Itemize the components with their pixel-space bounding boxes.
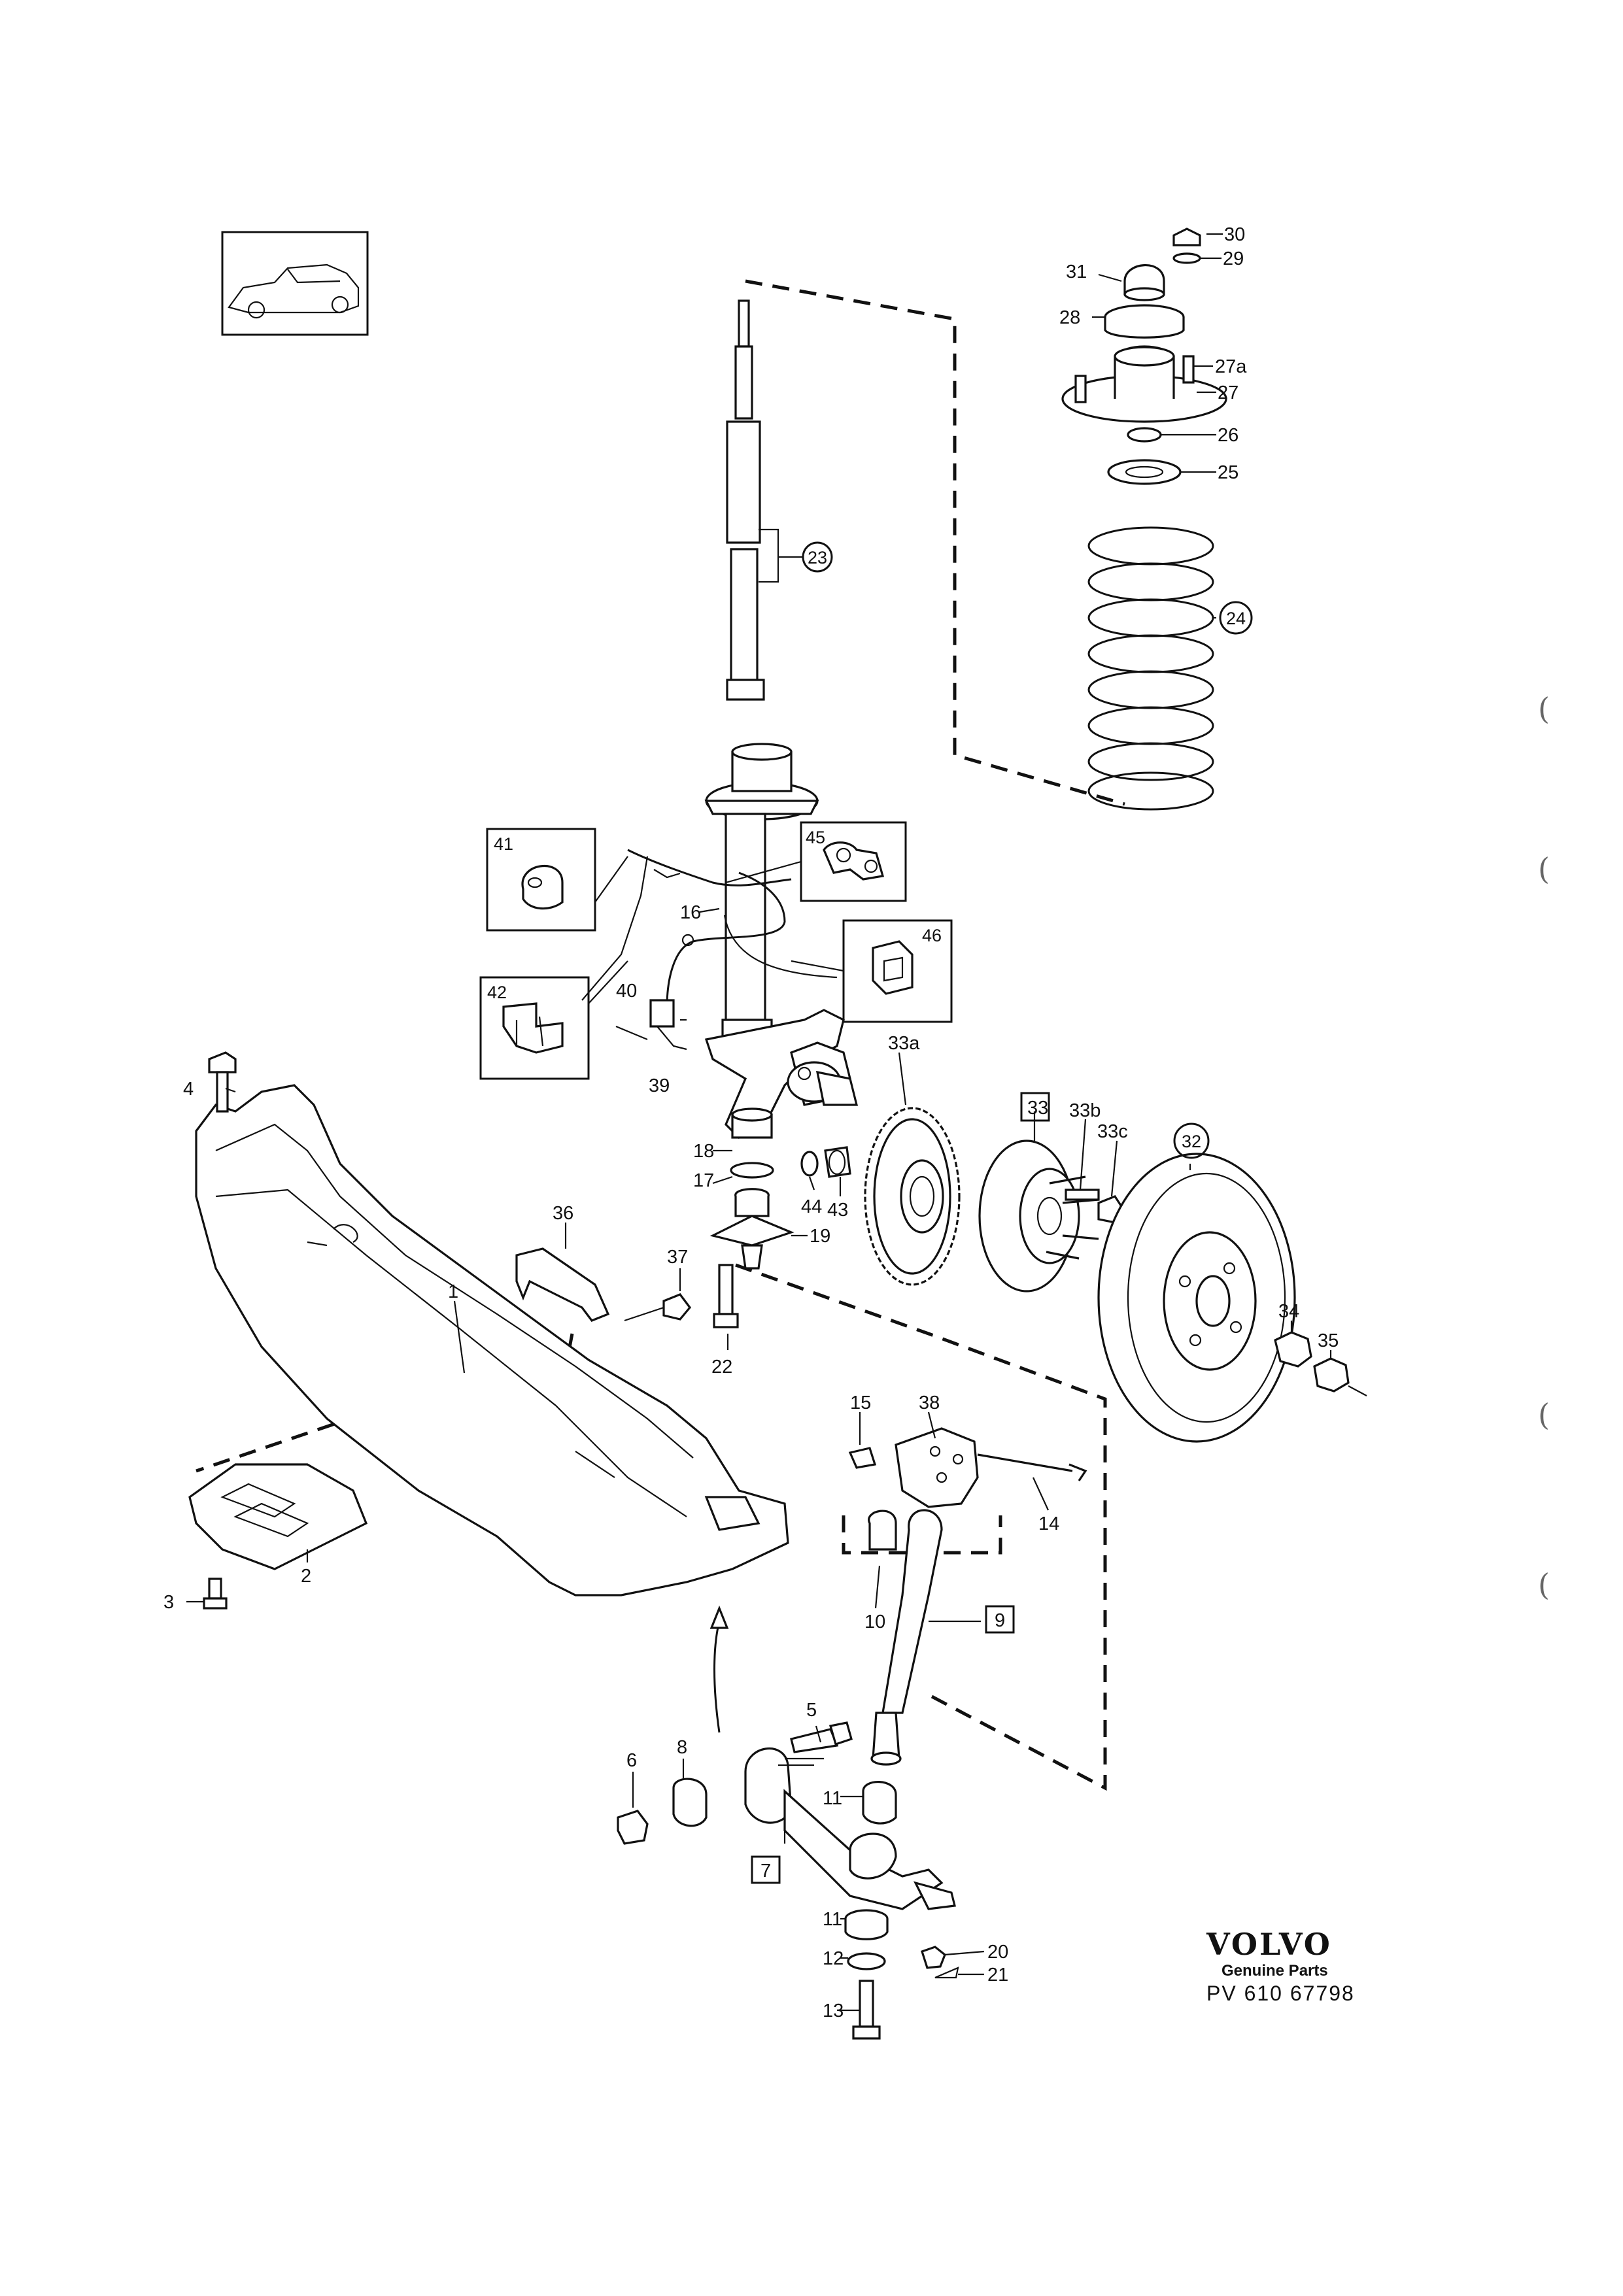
- label-45: 45: [806, 828, 825, 847]
- label-18: 18: [693, 1141, 714, 1162]
- label-33b: 33b: [1069, 1100, 1101, 1121]
- leader-lines: [186, 233, 1332, 2012]
- brake-disc: [1097, 1153, 1296, 1443]
- callout-frames: [751, 541, 1253, 1884]
- steering-knuckle: [704, 1009, 859, 1139]
- label-39: 39: [649, 1075, 670, 1096]
- binder-marks: ( ( ( (: [1538, 691, 1550, 1602]
- label-11b: 11: [823, 1909, 842, 1930]
- binder-mark: (: [1538, 1397, 1550, 1432]
- label-27a: 27a: [1215, 356, 1247, 377]
- label-28: 28: [1059, 307, 1080, 328]
- label-33a: 33a: [888, 1033, 920, 1054]
- label-36: 36: [553, 1203, 573, 1224]
- label-21: 21: [987, 1965, 1008, 1985]
- inset-box-42: [479, 976, 590, 1080]
- label-2: 2: [301, 1566, 311, 1587]
- subframe-bolt-4: [208, 1051, 237, 1113]
- lower-arm-bushings: [617, 1721, 959, 2040]
- label-37: 37: [667, 1247, 688, 1268]
- lower-control-arm: [744, 1747, 956, 1910]
- label-24: 24: [1226, 609, 1246, 628]
- label-19: 19: [810, 1226, 830, 1247]
- label-44: 44: [801, 1196, 822, 1217]
- bracket-36: [515, 1247, 692, 1322]
- inset-box-46: [842, 919, 953, 1023]
- part-labels: 30 29 31 28 27a 27 26 25 23 24 41 42 45 …: [163, 224, 1339, 2021]
- label-31: 31: [1066, 262, 1087, 282]
- hub-nuts: [1274, 1331, 1367, 1396]
- ball-joint-assembly: [709, 1107, 794, 1328]
- label-42: 42: [487, 983, 507, 1002]
- label-9: 9: [995, 1610, 1005, 1631]
- label-35: 35: [1318, 1330, 1339, 1351]
- label-23: 23: [808, 548, 827, 567]
- label-6: 6: [626, 1750, 637, 1771]
- coil-spring: [1087, 526, 1214, 811]
- label-7: 7: [760, 1861, 771, 1882]
- label-13: 13: [823, 2001, 844, 2021]
- hub-spacers: [800, 1146, 851, 1178]
- label-40: 40: [616, 981, 637, 1002]
- brand-name: VOLVO: [1206, 1927, 1332, 1962]
- label-14: 14: [1038, 1513, 1059, 1534]
- label-4: 4: [183, 1079, 194, 1100]
- label-20: 20: [987, 1942, 1008, 1963]
- control-arm-bracket: [848, 1427, 1087, 1508]
- label-33: 33: [1027, 1098, 1048, 1119]
- label-25: 25: [1218, 462, 1239, 483]
- part-catalog-code: PV 610 67798: [1206, 1982, 1355, 2005]
- label-27: 27: [1218, 382, 1239, 403]
- label-32: 32: [1182, 1132, 1201, 1151]
- plate-bolt-3: [203, 1578, 228, 1610]
- assembly-arrow: [713, 1621, 721, 1733]
- label-16: 16: [680, 902, 701, 923]
- label-8: 8: [677, 1737, 687, 1758]
- label-30: 30: [1224, 224, 1245, 245]
- label-41: 41: [494, 834, 513, 854]
- binder-mark: (: [1538, 851, 1550, 886]
- brand-subtitle: Genuine Parts: [1222, 1962, 1328, 1980]
- top-mount-stack: [1061, 228, 1227, 485]
- label-33c: 33c: [1097, 1121, 1128, 1142]
- label-3: 3: [163, 1592, 174, 1613]
- tension-rod: [868, 1509, 943, 1766]
- label-38: 38: [919, 1393, 940, 1413]
- label-17: 17: [693, 1170, 714, 1191]
- label-11a: 11: [823, 1788, 842, 1809]
- label-10: 10: [864, 1612, 885, 1632]
- label-46: 46: [922, 926, 942, 945]
- splash-plate: [188, 1463, 368, 1570]
- subframe-crossmember: [195, 1084, 789, 1596]
- car-thumbnail-icon: [221, 231, 369, 336]
- label-29: 29: [1223, 248, 1244, 269]
- label-22: 22: [711, 1357, 732, 1377]
- inset-leaders: [588, 856, 844, 1004]
- label-34: 34: [1278, 1301, 1299, 1322]
- label-43: 43: [827, 1200, 848, 1221]
- label-5: 5: [806, 1700, 817, 1721]
- abs-tone-ring: [864, 1107, 961, 1286]
- volvo-branding: VOLVO Genuine Parts PV 610 67798: [1206, 1927, 1355, 2005]
- label-12: 12: [823, 1948, 844, 1969]
- label-26: 26: [1218, 425, 1239, 446]
- wheel-hub: [978, 1140, 1125, 1292]
- label-1: 1: [448, 1281, 458, 1302]
- binder-mark: (: [1538, 1567, 1550, 1602]
- label-15: 15: [850, 1393, 871, 1413]
- inset-box-41: [486, 828, 596, 932]
- binder-mark: (: [1538, 691, 1550, 726]
- strut-insert: [726, 299, 765, 701]
- abs-wiring-harness: [581, 849, 838, 1051]
